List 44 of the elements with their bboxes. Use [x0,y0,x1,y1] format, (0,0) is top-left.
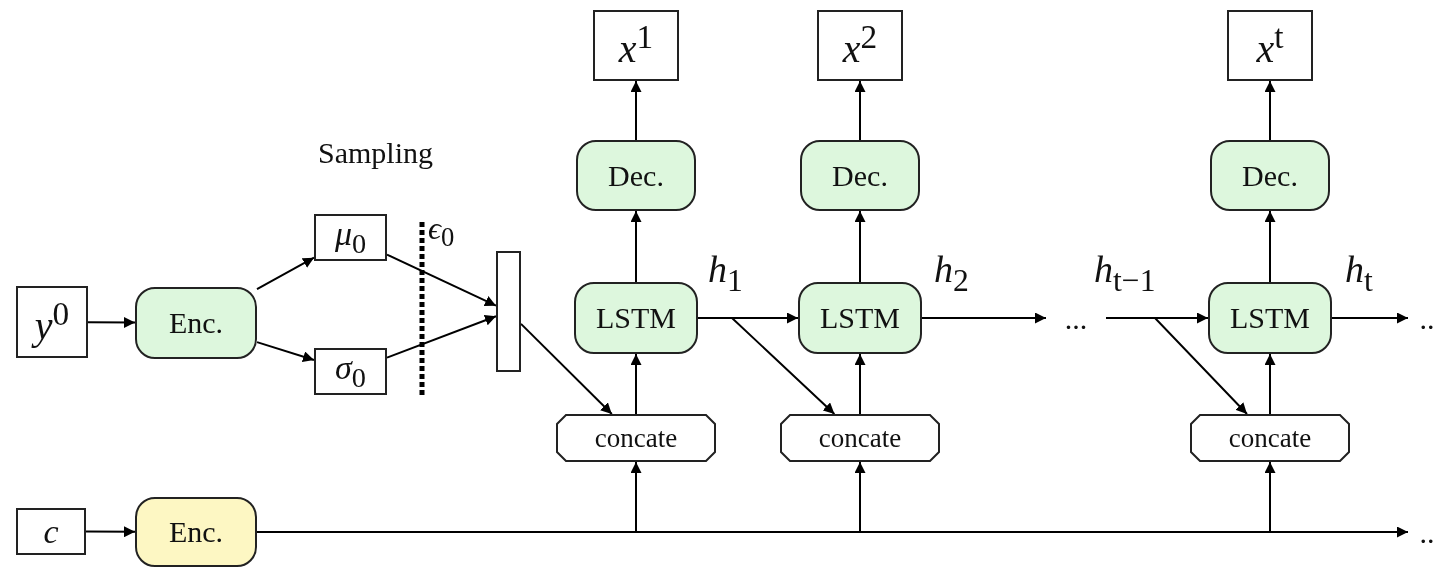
arrow [1264,210,1276,283]
variable-box: x$^{2}$ [817,10,903,81]
arrow [630,80,642,141]
network-block: Dec. [576,140,696,211]
ellipsis: .. [1408,300,1446,336]
arrow [630,353,642,415]
arrow [921,312,1047,324]
variable-box: y$^{0}$ [16,286,88,358]
network-block: LSTM [1208,282,1332,354]
arrow [854,210,866,283]
variable-box: σ$_{0}$ [314,348,387,395]
variable-box: c [16,508,86,555]
arrow [1264,353,1276,415]
arrow [854,353,866,415]
arrow [256,256,315,291]
ellipsis: ... [1046,300,1106,336]
concat-block: concate [1190,414,1350,462]
arrow [256,341,315,362]
arrow [520,322,613,415]
variable-box: μ$_{0}$ [314,214,387,261]
arrow [1331,312,1409,324]
arrow [1105,317,1248,415]
network-block: Dec. [1210,140,1330,211]
ellipsis: .. [1408,514,1446,550]
arrow [87,317,136,328]
encoder-block: Enc. [135,497,257,567]
arrow [630,210,642,283]
concat-block: concate [780,414,940,462]
arrow [386,253,497,307]
vector-box [496,251,521,372]
arrow [854,80,866,141]
network-block: Enc. [135,287,257,359]
network-block: Dec. [800,140,920,211]
arrow [386,315,497,359]
network-block: LSTM [798,282,922,354]
section-title: Sampling [318,138,433,168]
arrow [1264,80,1276,141]
variable-box: x$^{t}$ [1227,10,1313,81]
network-block: LSTM [574,282,698,354]
concat-block: concate [556,414,716,462]
variable-box: x$^{1}$ [593,10,679,81]
arrow [697,317,836,415]
arrow [85,526,136,538]
variable-label: ϵ$_{0}$ [428,212,455,252]
